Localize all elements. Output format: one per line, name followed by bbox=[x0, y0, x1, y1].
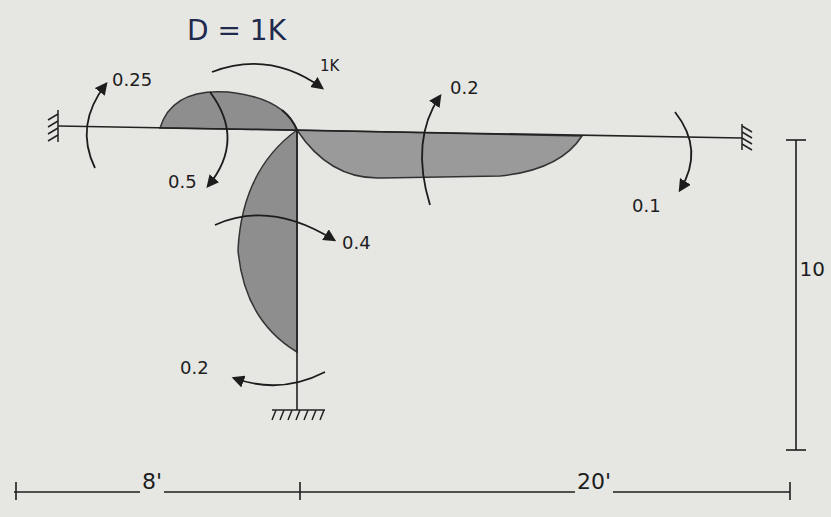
fixed-support bbox=[272, 410, 325, 420]
dimension-text: 10 bbox=[798, 258, 827, 280]
fixed-support bbox=[48, 110, 58, 142]
dimension-text: 8' bbox=[140, 470, 164, 494]
moment-value: 0.25 bbox=[110, 70, 154, 90]
beam bbox=[58, 126, 742, 138]
load-label: 1K bbox=[318, 58, 341, 75]
dimension-line bbox=[14, 140, 806, 500]
fixed-support bbox=[742, 124, 752, 150]
dimension-text: 20' bbox=[575, 470, 613, 494]
moment-arrow bbox=[87, 64, 692, 385]
column bbox=[296, 130, 298, 410]
moment-value: 0.1 bbox=[630, 196, 663, 216]
moment-region bbox=[238, 130, 297, 352]
moment-value: 0.2 bbox=[178, 358, 211, 378]
moment-value: 0.2 bbox=[448, 78, 481, 98]
moment-value: 0.4 bbox=[340, 233, 373, 253]
moment-value: 0.5 bbox=[166, 172, 199, 192]
load-label: D = 1K bbox=[185, 16, 288, 47]
moment-region bbox=[160, 92, 297, 130]
moment-region bbox=[297, 130, 582, 178]
